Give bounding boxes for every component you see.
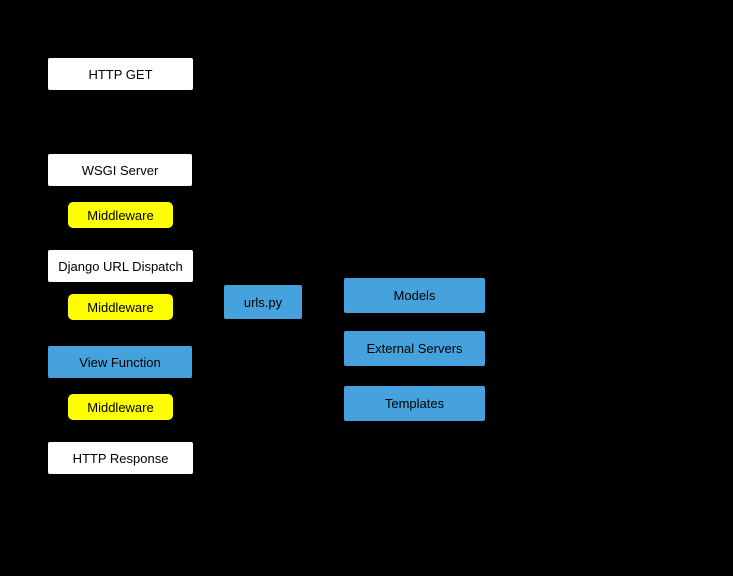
node-models: Models — [344, 278, 485, 313]
node-django-url-dispatch: Django URL Dispatch — [48, 250, 193, 282]
node-middleware-2-label: Middleware — [87, 299, 154, 315]
node-middleware-3: Middleware — [68, 394, 173, 420]
node-urls-py: urls.py — [224, 285, 302, 319]
node-wsgi-server-label: WSGI Server — [81, 162, 159, 178]
node-templates: Templates — [344, 386, 485, 421]
node-external-servers: External Servers — [344, 331, 485, 366]
node-http-response: HTTP Response — [48, 442, 193, 474]
node-http-get-label: HTTP GET — [88, 66, 153, 82]
node-view-function: View Function — [48, 346, 192, 378]
node-http-response-label: HTTP Response — [72, 450, 169, 466]
node-middleware-1: Middleware — [68, 202, 173, 228]
node-urls-py-label: urls.py — [243, 294, 283, 310]
node-middleware-3-label: Middleware — [87, 399, 154, 415]
node-http-get: HTTP GET — [48, 58, 193, 90]
node-external-servers-label: External Servers — [366, 341, 463, 356]
node-wsgi-server: WSGI Server — [48, 154, 192, 186]
node-templates-label: Templates — [384, 396, 445, 411]
node-django-url-dispatch-label: Django URL Dispatch — [58, 258, 183, 274]
node-middleware-2: Middleware — [68, 294, 173, 320]
node-middleware-1-label: Middleware — [87, 207, 154, 223]
node-models-label: Models — [393, 288, 436, 303]
node-view-function-label: View Function — [79, 354, 161, 370]
